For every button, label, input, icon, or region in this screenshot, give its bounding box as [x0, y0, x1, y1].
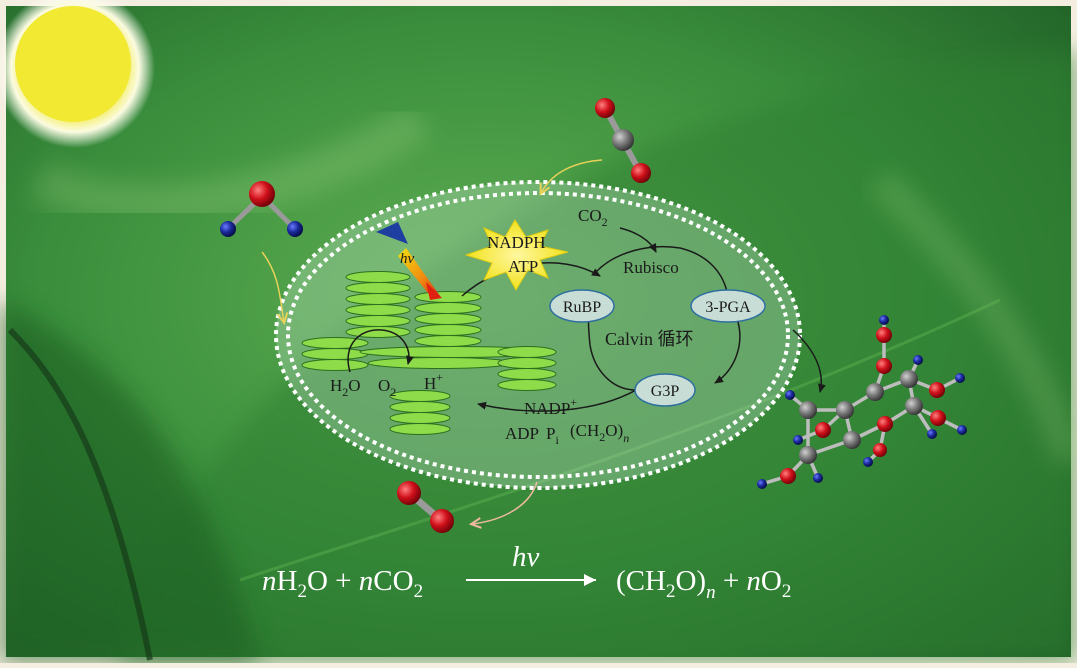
pi-label: Pi — [546, 424, 559, 447]
photon-beam-icon — [376, 222, 442, 300]
rubp-label: RuBP — [563, 299, 601, 316]
calvin-cycle — [477, 227, 741, 412]
pga-label: 3-PGA — [705, 299, 751, 316]
energy-burst-icon — [464, 219, 569, 291]
sun-icon — [0, 0, 155, 148]
adp-label: ADP — [505, 424, 539, 443]
water-splitting-arrow — [347, 329, 414, 373]
co2-label: CO2 — [578, 206, 608, 229]
carbohydrate-label: (CH2O)n — [570, 421, 629, 445]
rubisco-label: Rubisco — [623, 258, 679, 277]
calvin-label: Calvin 循环 — [605, 329, 694, 349]
o2-release-arrow — [472, 481, 538, 524]
co2-molecule-icon — [595, 98, 651, 183]
oxygen-label: O2 — [378, 376, 396, 399]
equation-reactants: nH2O + nCO2 — [262, 565, 423, 602]
glucose-atoms — [757, 315, 967, 489]
light-hv-label: hν — [400, 251, 415, 267]
atp-label: ATP — [508, 257, 538, 276]
water-label: H2O — [330, 376, 361, 399]
co2-intake-arrow — [541, 159, 603, 193]
g3p-label: G3P — [651, 383, 680, 400]
water-intake-arrow — [261, 251, 284, 322]
equation-hv: hν — [512, 541, 540, 573]
proton-label: H+ — [424, 370, 443, 393]
pga-node: 3-PGA — [690, 289, 766, 323]
nadph-label: NADPH — [487, 233, 546, 252]
glucose-output-arrow — [792, 329, 826, 393]
g3p-node: G3P — [634, 373, 696, 407]
equation-products: (CH2O)n + nO2 — [616, 565, 791, 603]
photosynthesis-equation: nH2O + nCO2 hν (CH2O)n + nO2 — [262, 541, 791, 603]
water-molecule-icon — [220, 181, 303, 237]
o2-molecule-icon — [397, 481, 454, 533]
nadp-label: NADP+ — [524, 395, 577, 418]
rubp-node: RuBP — [549, 289, 615, 323]
